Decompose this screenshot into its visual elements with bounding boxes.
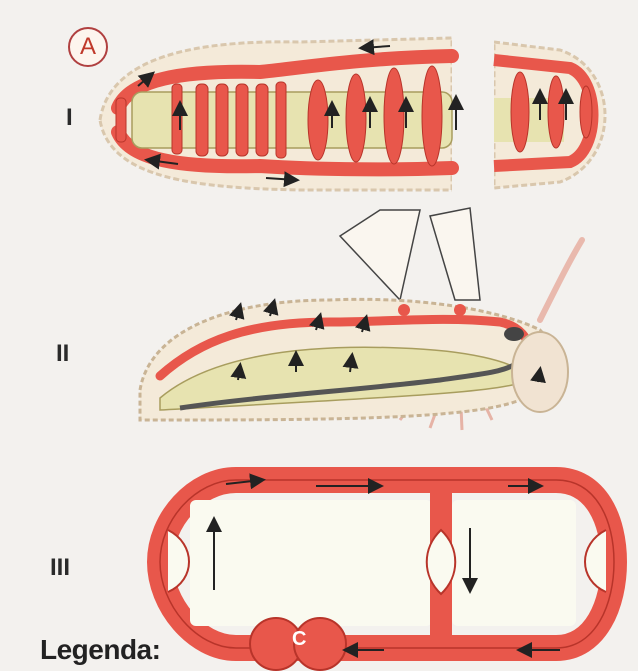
- schema-left-heart: [168, 530, 189, 592]
- schema-diagram: [160, 480, 614, 670]
- heart-label: C: [292, 628, 306, 651]
- schema-inner-left: [190, 500, 432, 626]
- insect-wing-1: [340, 210, 420, 300]
- panel-label-2: II: [56, 340, 69, 368]
- schema-right-heart: [585, 530, 606, 592]
- insect-wing-2: [430, 208, 480, 300]
- panel-badge: A: [68, 27, 108, 67]
- legend-title: Legenda:: [40, 634, 160, 666]
- worm-diagram: [100, 30, 605, 200]
- panel-label-1: I: [66, 104, 73, 132]
- panel-label-3: III: [50, 554, 70, 582]
- insect-antenna: [540, 240, 582, 320]
- insect-diagram: [140, 208, 582, 430]
